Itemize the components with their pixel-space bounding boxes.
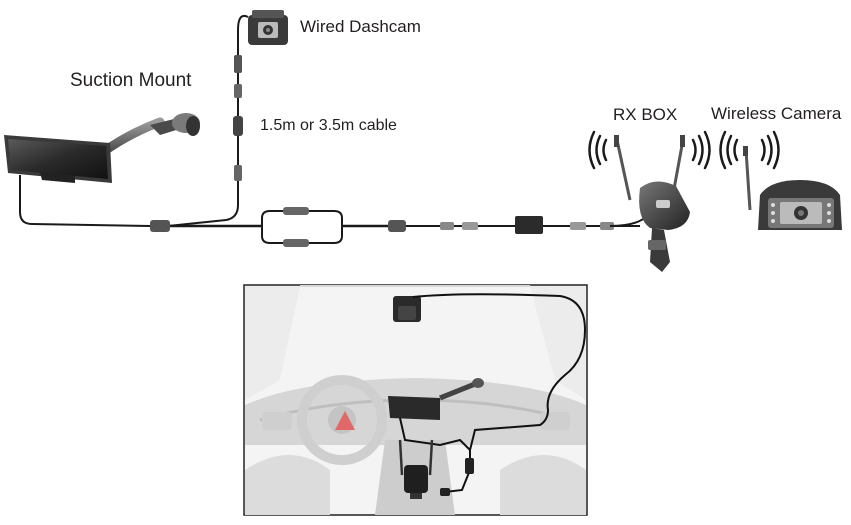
rx-box-label: RX BOX: [613, 105, 678, 124]
cable-length-label: 1.5m or 3.5m cable: [260, 117, 397, 134]
wired-dashcam-label: Wired Dashcam: [300, 17, 421, 36]
suction-mount-label: Suction Mount: [70, 70, 192, 91]
wifi-waves-icon: [588, 130, 608, 170]
wired-dashcam-device: [167, 10, 288, 227]
main-cable-harness: [150, 207, 649, 247]
wifi-waves-icon: [691, 130, 711, 170]
suction-mount-monitor: [4, 113, 200, 227]
wireless-camera-device: [743, 146, 842, 230]
car-interior-illustration: [243, 284, 588, 516]
wifi-waves-icon: [760, 130, 780, 170]
wireless-camera-label: Wireless Camera: [711, 104, 842, 123]
rx-box-device: [614, 135, 690, 272]
wifi-waves-icon: [719, 130, 739, 170]
